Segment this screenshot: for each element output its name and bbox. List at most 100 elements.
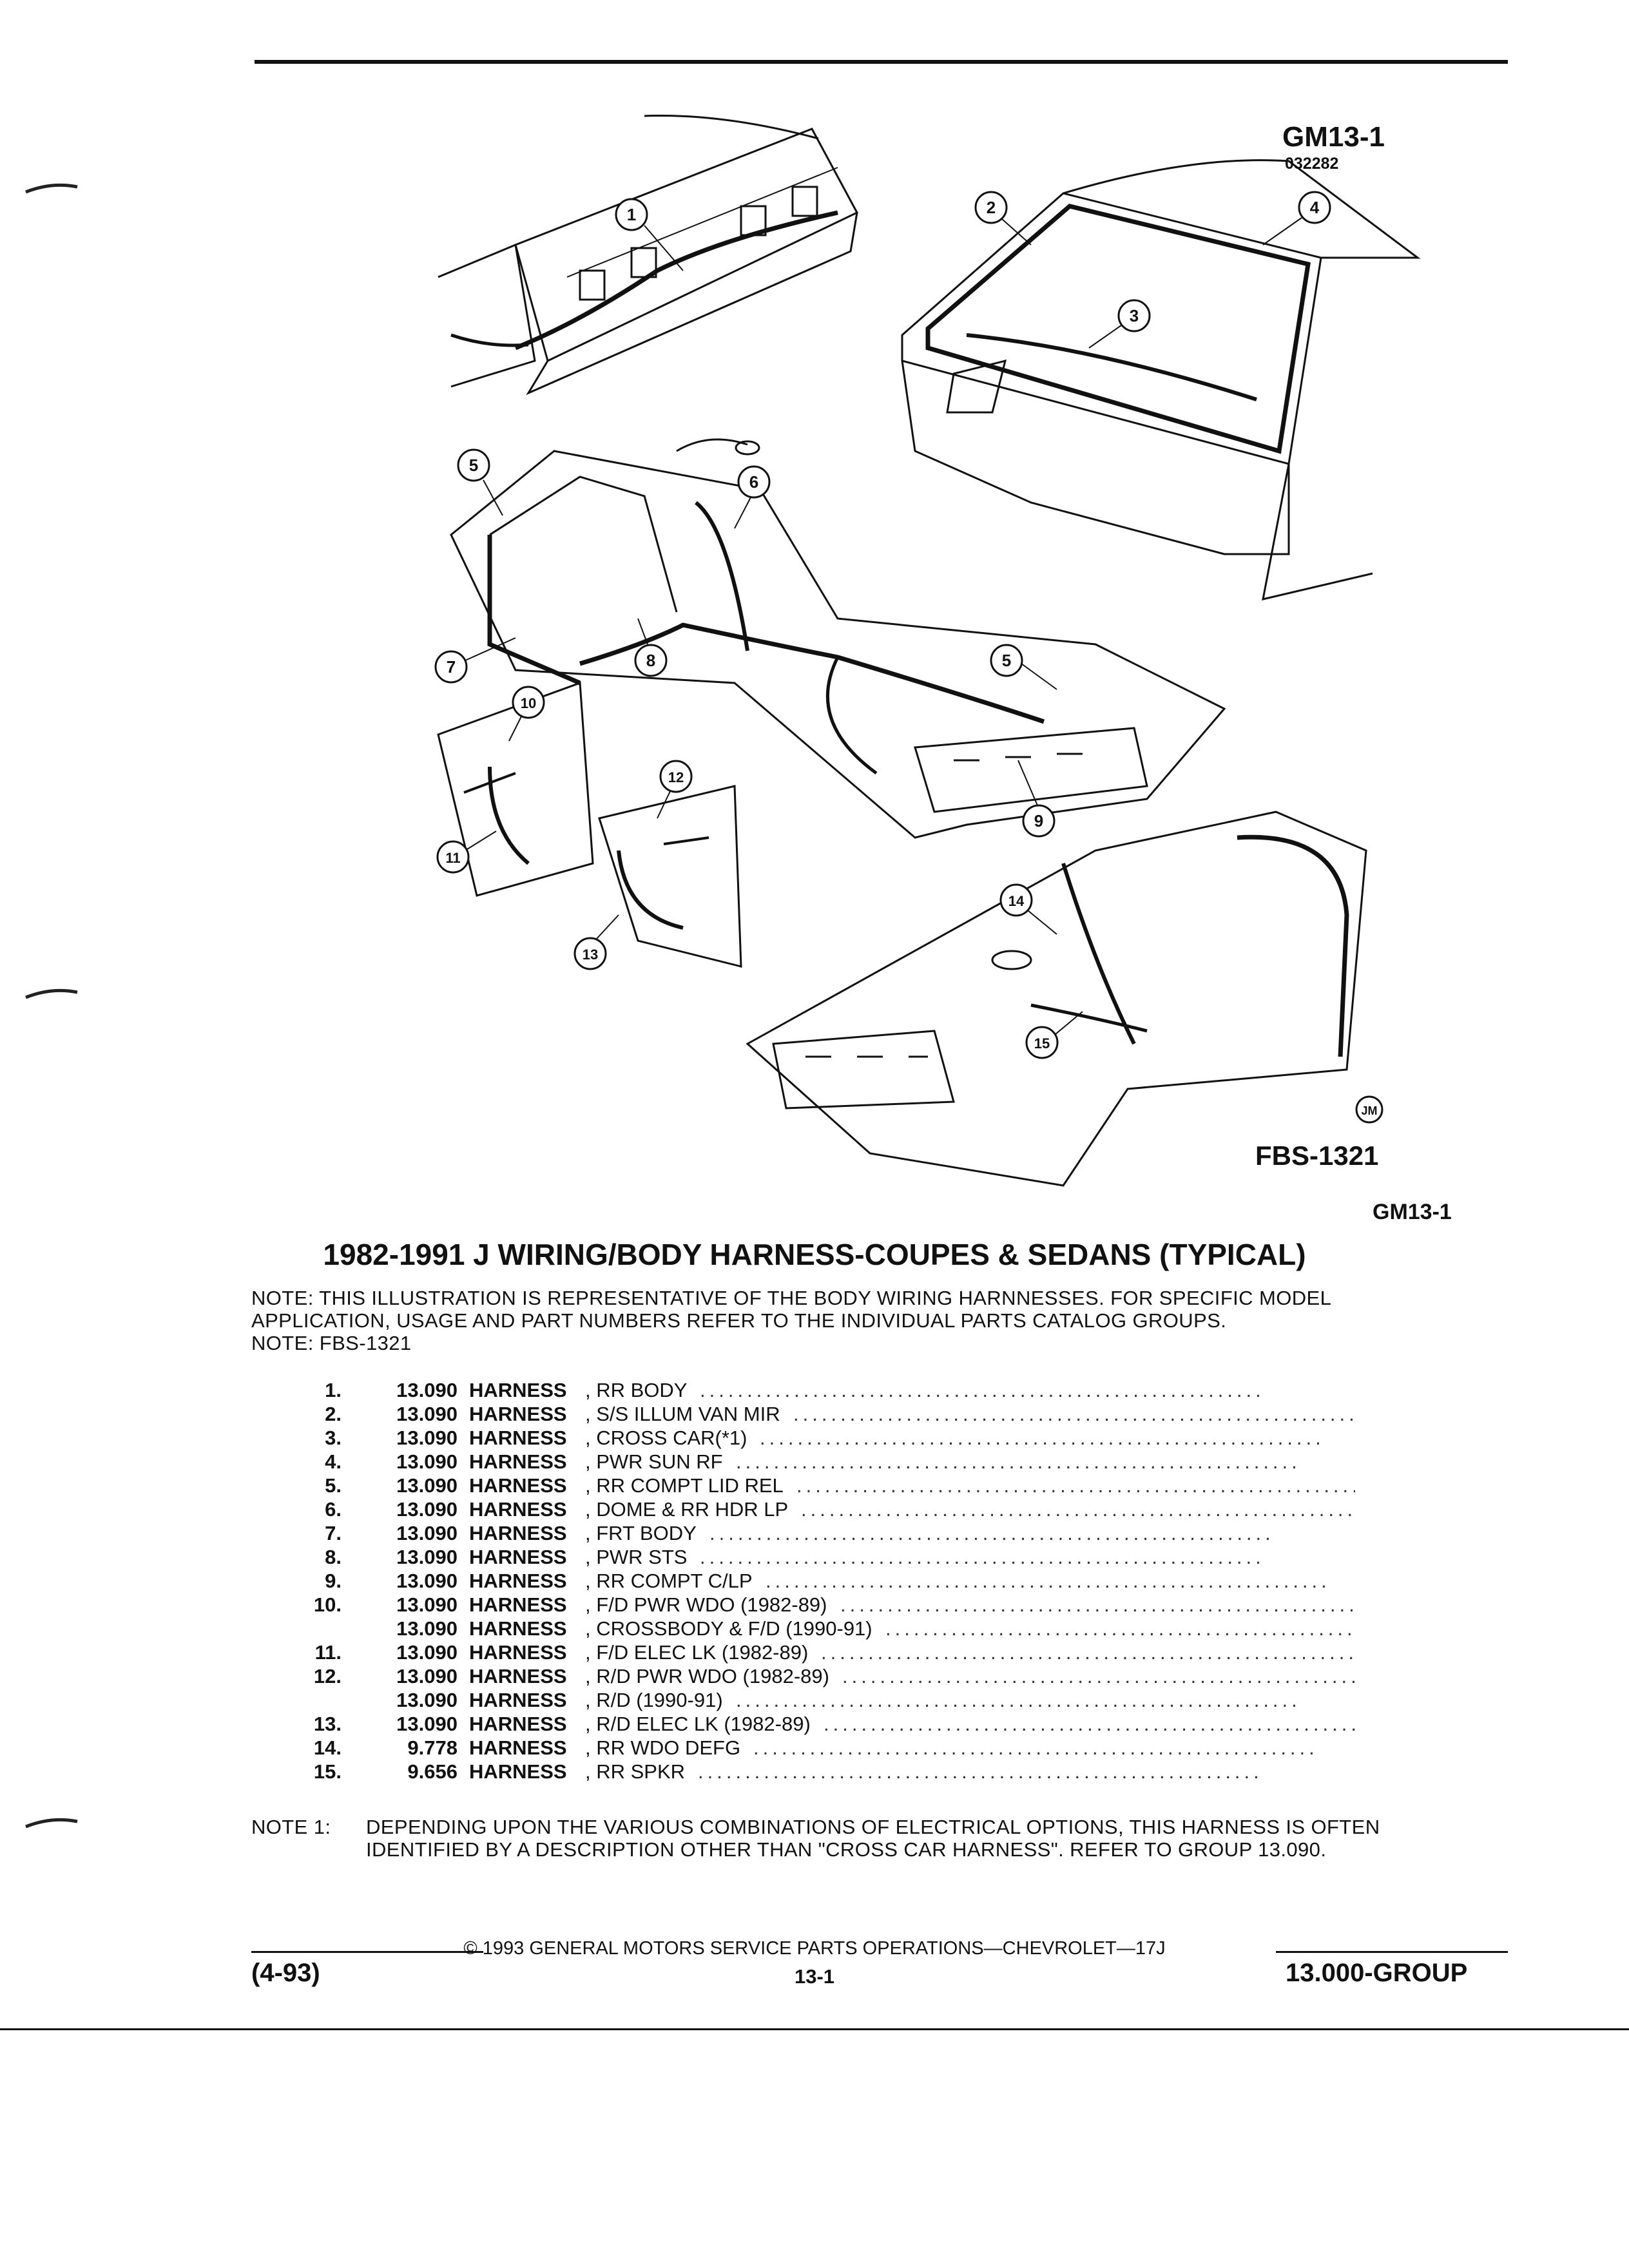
part-group: 13.090 [396,1522,458,1544]
parts-row: 3. 13.090 HARNESS , CROSS CAR(*1)..........… [0,1427,1629,1450]
leader-dots: ........................................… [796,1474,1355,1497]
part-group: 9.778 [407,1736,458,1759]
margin-marks [25,183,78,1829]
footer-rule-left [251,1951,483,1953]
part-group: 13.090 [396,1665,458,1687]
body-side-view [450,438,1226,839]
part-number: 3. [325,1427,342,1449]
part-number: 11. [314,1641,342,1664]
leader-dots: ........................................… [760,1427,1325,1449]
part-number: 8. [325,1546,342,1568]
callout-4: 4 [1310,198,1320,217]
note-line-2: APPLICATION, USAGE AND PART NUMBERS REFE… [251,1309,1227,1332]
windshield-view [901,159,1421,601]
callout-15: 15 [1034,1035,1050,1052]
part-description: , R/D (1990-91) [585,1689,723,1711]
part-group: 13.090 [396,1474,458,1497]
top-rule [255,60,1508,64]
leader-dots: ........................................… [821,1641,1355,1664]
page-title: 1982-1991 J WIRING/BODY HARNESS-COUPES &… [323,1238,1306,1271]
part-name: HARNESS [469,1593,567,1616]
part-number: 7. [325,1522,342,1544]
part-description: , RR COMPT C/LP [585,1570,753,1592]
part-group: 13.090 [396,1379,458,1401]
rear-door-view [598,785,742,968]
callout-7: 7 [447,657,456,677]
part-description: , R/D PWR WDO (1982-89) [585,1665,829,1687]
callout-8: 8 [646,651,655,670]
part-description: , R/D ELEC LK (1982-89) [585,1713,811,1735]
part-group: 13.090 [396,1403,458,1425]
part-description: , S/S ILLUM VAN MIR [585,1403,780,1425]
figure-date: 032282 [1285,155,1339,173]
part-description: , CROSSBODY & F/D (1990-91) [585,1617,872,1640]
leader-dots: ........................................… [842,1665,1355,1687]
part-group: 13.090 [396,1570,458,1592]
part-name: HARNESS [469,1736,567,1759]
note1-line-1: DEPENDING UPON THE VARIOUS COMBINATIONS … [366,1816,1380,1838]
part-number: 2. [325,1403,342,1425]
footer-rule-right [1276,1951,1508,1953]
part-description: , RR SPKR [585,1760,686,1783]
parts-row: 13.090 HARNESS , CROSSBODY & F/D (1990-91)… [0,1617,1629,1641]
part-description: , RR WDO DEFG [585,1736,741,1759]
callout-9: 9 [1034,811,1043,831]
part-name: HARNESS [469,1641,567,1664]
part-name: HARNESS [469,1427,567,1449]
part-description: , CROSS CAR(*1) [585,1427,747,1449]
part-name: HARNESS [469,1617,567,1640]
leader-dots: ........................................… [700,1379,1265,1401]
part-name: HARNESS [469,1522,567,1544]
part-name: HARNESS [469,1474,567,1497]
part-description: , F/D ELEC LK (1982-89) [585,1641,809,1664]
part-number: 6. [325,1498,342,1521]
leader-dots: ........................................… [709,1522,1275,1544]
part-name: HARNESS [469,1450,567,1473]
footer-date: (4-93) [251,1959,320,1987]
header-code: GM13-1 [1373,1200,1452,1224]
part-group: 13.090 [396,1713,458,1735]
part-group: 13.090 [396,1617,458,1640]
part-description: , PWR SUN RF [585,1450,723,1473]
leader-dots: ........................................… [885,1617,1355,1640]
leader-dots: ........................................… [840,1593,1355,1616]
callout-10: 10 [521,695,536,711]
part-group: 13.090 [396,1450,458,1473]
footer-copyright: © 1993 GENERAL MOTORS SERVICE PARTS OPER… [463,1938,1166,1959]
figure-code: GM13-1 [1282,121,1385,153]
part-number: 14. [313,1736,342,1759]
callout-1: 1 [627,205,636,224]
note-line-1: NOTE: THIS ILLUSTRATION IS REPRESENTATIV… [251,1287,1332,1309]
leader-dots: ........................................… [736,1689,1301,1711]
jm-logo-text: JM [1361,1104,1377,1117]
note-line-3: NOTE: FBS-1321 [251,1332,412,1354]
part-name: HARNESS [469,1665,567,1687]
callout-14: 14 [1008,893,1025,909]
part-group: 13.090 [396,1427,458,1449]
part-description: , F/D PWR WDO (1982-89) [585,1593,827,1616]
part-name: HARNESS [469,1713,567,1735]
part-description: , DOME & RR HDR LP [585,1498,789,1521]
part-name: HARNESS [469,1379,567,1401]
part-number: 4. [325,1450,342,1473]
part-name: HARNESS [469,1498,567,1521]
callout-5a: 5 [469,456,478,475]
part-group: 13.090 [396,1498,458,1521]
callout-3: 3 [1130,306,1139,325]
part-number: 1. [325,1379,342,1401]
leader-dots: ........................................… [824,1713,1355,1735]
leader-dots: ........................................… [736,1450,1301,1473]
part-number: 15. [313,1760,342,1783]
bottom-rule [0,2028,1629,2030]
